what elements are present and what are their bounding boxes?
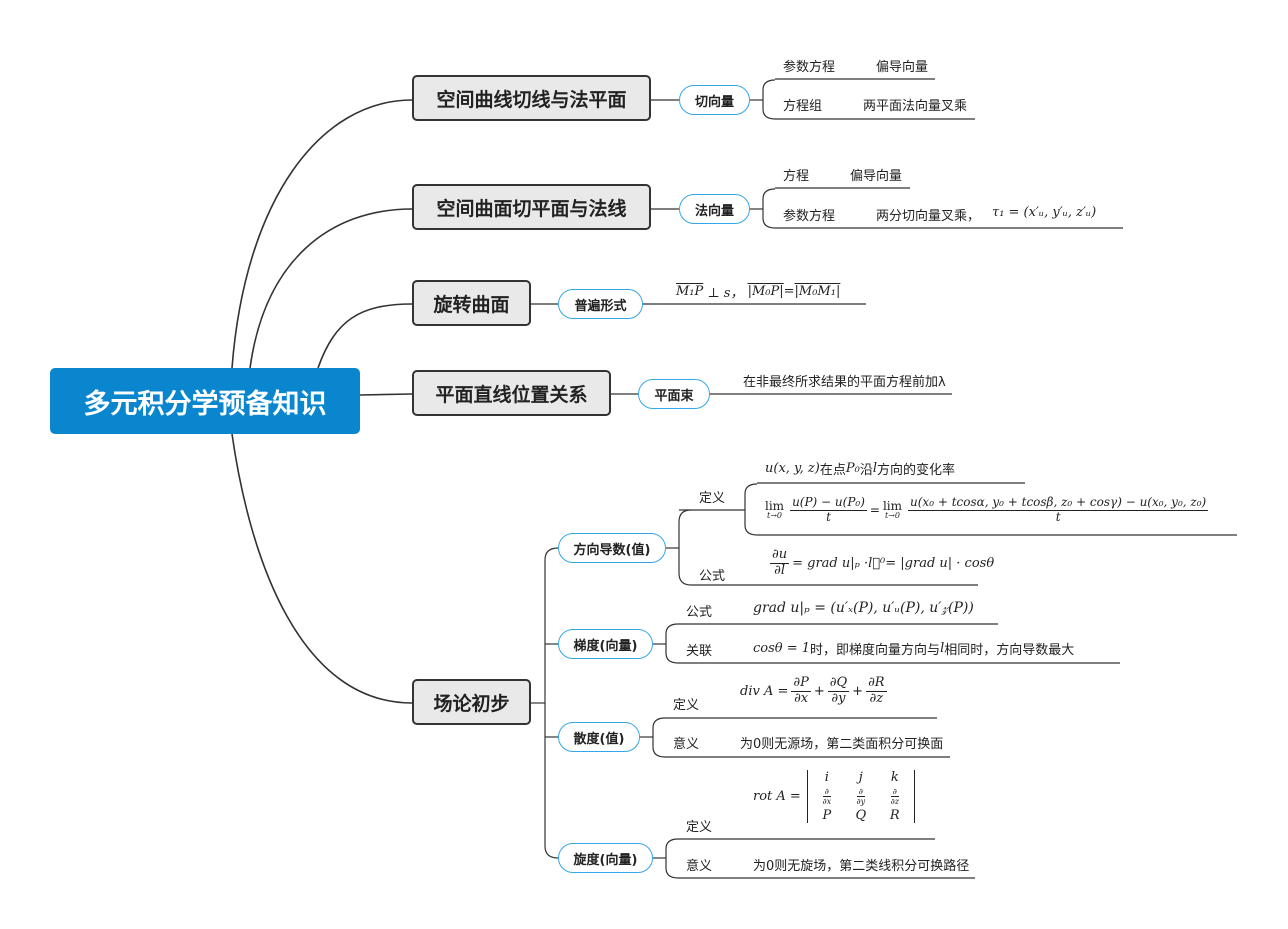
leaf-divergence-meaning[interactable]: 为0则无源场，第二类面积分可换面 xyxy=(740,737,944,752)
leaf-rotation-formula[interactable]: M₁P ⊥ s， |M₀P| = |M₀M₁| xyxy=(676,284,841,301)
subtopic-normal-vector[interactable]: 法向量 xyxy=(679,194,750,224)
label-meaning[interactable]: 意义 xyxy=(686,859,713,874)
subtopic-tangent-vector[interactable]: 切向量 xyxy=(679,85,750,115)
leaf-param-equation[interactable]: 参数方程 xyxy=(783,209,836,224)
root-node[interactable]: 多元积分学预备知识 xyxy=(50,368,360,434)
leaf-dirderiv-formula[interactable]: ∂u∂l = grad u|ₚ ·l⃗⁰= |grad u| · cosθ xyxy=(770,547,995,578)
label-definition[interactable]: 定义 xyxy=(673,698,700,713)
topic-space-curve-tangent[interactable]: 空间曲线切线与法平面 xyxy=(412,75,651,121)
leaf-equation-system[interactable]: 方程组 xyxy=(783,99,823,114)
leaf-tangent-cross[interactable]: 两分切向量叉乘， xyxy=(876,209,981,224)
label-formula[interactable]: 公式 xyxy=(699,569,726,584)
leaf-param-equation[interactable]: 参数方程 xyxy=(783,60,836,75)
leaf-gradient-relation[interactable]: cosθ = 1 时，即梯度向量方向与 l 相同时，方向导数最大 xyxy=(753,641,1075,658)
subtopic-gradient[interactable]: 梯度(向量) xyxy=(558,629,653,659)
topic-rotation-surface[interactable]: 旋转曲面 xyxy=(412,280,531,326)
topic-surface-tangent-plane[interactable]: 空间曲面切平面与法线 xyxy=(412,184,651,230)
subtopic-plane-pencil[interactable]: 平面束 xyxy=(638,379,710,409)
leaf-curl-meaning[interactable]: 为0则无旋场，第二类线积分可换路径 xyxy=(753,859,970,874)
leaf-dirderiv-definition[interactable]: u(x, y, z) 在点 P₀ 沿 l 方向的变化率 xyxy=(765,461,956,478)
label-definition[interactable]: 定义 xyxy=(686,820,713,835)
leaf-plane-pencil-text[interactable]: 在非最终所求结果的平面方程前加λ xyxy=(743,375,946,390)
subtopic-curl[interactable]: 旋度(向量) xyxy=(558,843,653,873)
leaf-equation[interactable]: 方程 xyxy=(783,169,810,184)
leaf-gradient-formula[interactable]: grad u|ₚ = (u′ₓ(P), u′ᵤ(P), u′𝓏(P)) xyxy=(753,600,974,616)
topic-plane-line-position[interactable]: 平面直线位置关系 xyxy=(412,370,611,416)
label-formula[interactable]: 公式 xyxy=(686,605,713,620)
leaf-tau-formula: τ₁ = (x′ᵤ, y′ᵤ, z′ᵤ) xyxy=(992,205,1097,220)
label-meaning[interactable]: 意义 xyxy=(673,737,700,752)
subtopic-divergence[interactable]: 散度(值) xyxy=(558,722,640,752)
leaf-plane-normal-cross[interactable]: 两平面法向量叉乘 xyxy=(863,99,968,114)
subtopic-directional-derivative[interactable]: 方向导数(值) xyxy=(558,533,666,563)
topic-field-theory[interactable]: 场论初步 xyxy=(412,679,531,725)
leaf-partial-vector[interactable]: 偏导向量 xyxy=(876,60,929,75)
leaf-divergence-formula[interactable]: div A = ∂P∂x + ∂Q∂y + ∂R∂z xyxy=(740,675,887,706)
label-relation[interactable]: 关联 xyxy=(686,644,713,659)
subtopic-general-form[interactable]: 普遍形式 xyxy=(558,289,643,319)
leaf-partial-vector[interactable]: 偏导向量 xyxy=(850,169,903,184)
label-definition[interactable]: 定义 xyxy=(699,491,726,506)
